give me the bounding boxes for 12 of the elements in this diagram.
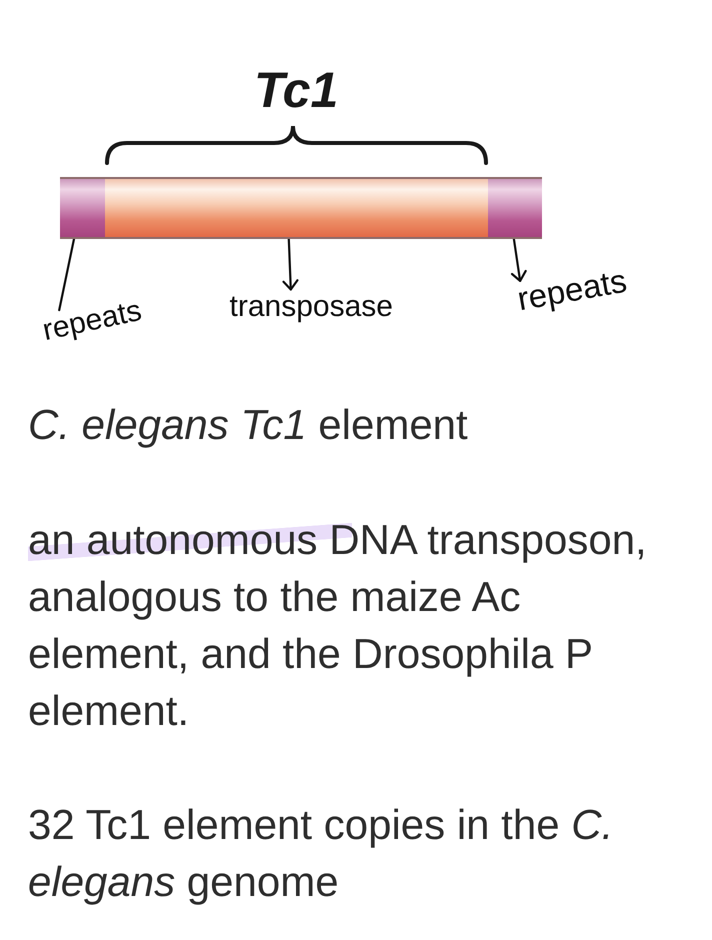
repeat-segment (60, 177, 105, 239)
leader-line (58, 238, 76, 312)
handwritten-label: transposase (230, 290, 393, 322)
description-text: 32 Tc1 element copies in the C. elegans genome (28, 800, 614, 907)
arrow (510, 238, 527, 282)
repeat-segment (488, 177, 542, 239)
bracket-label: Tc1 (254, 65, 338, 115)
arrow (282, 238, 299, 291)
handwritten-label: repeats (514, 262, 630, 318)
transposase-segment (105, 177, 488, 239)
caption: C. elegans Tc1 element (28, 400, 468, 450)
handwritten-label: repeats (40, 293, 144, 347)
